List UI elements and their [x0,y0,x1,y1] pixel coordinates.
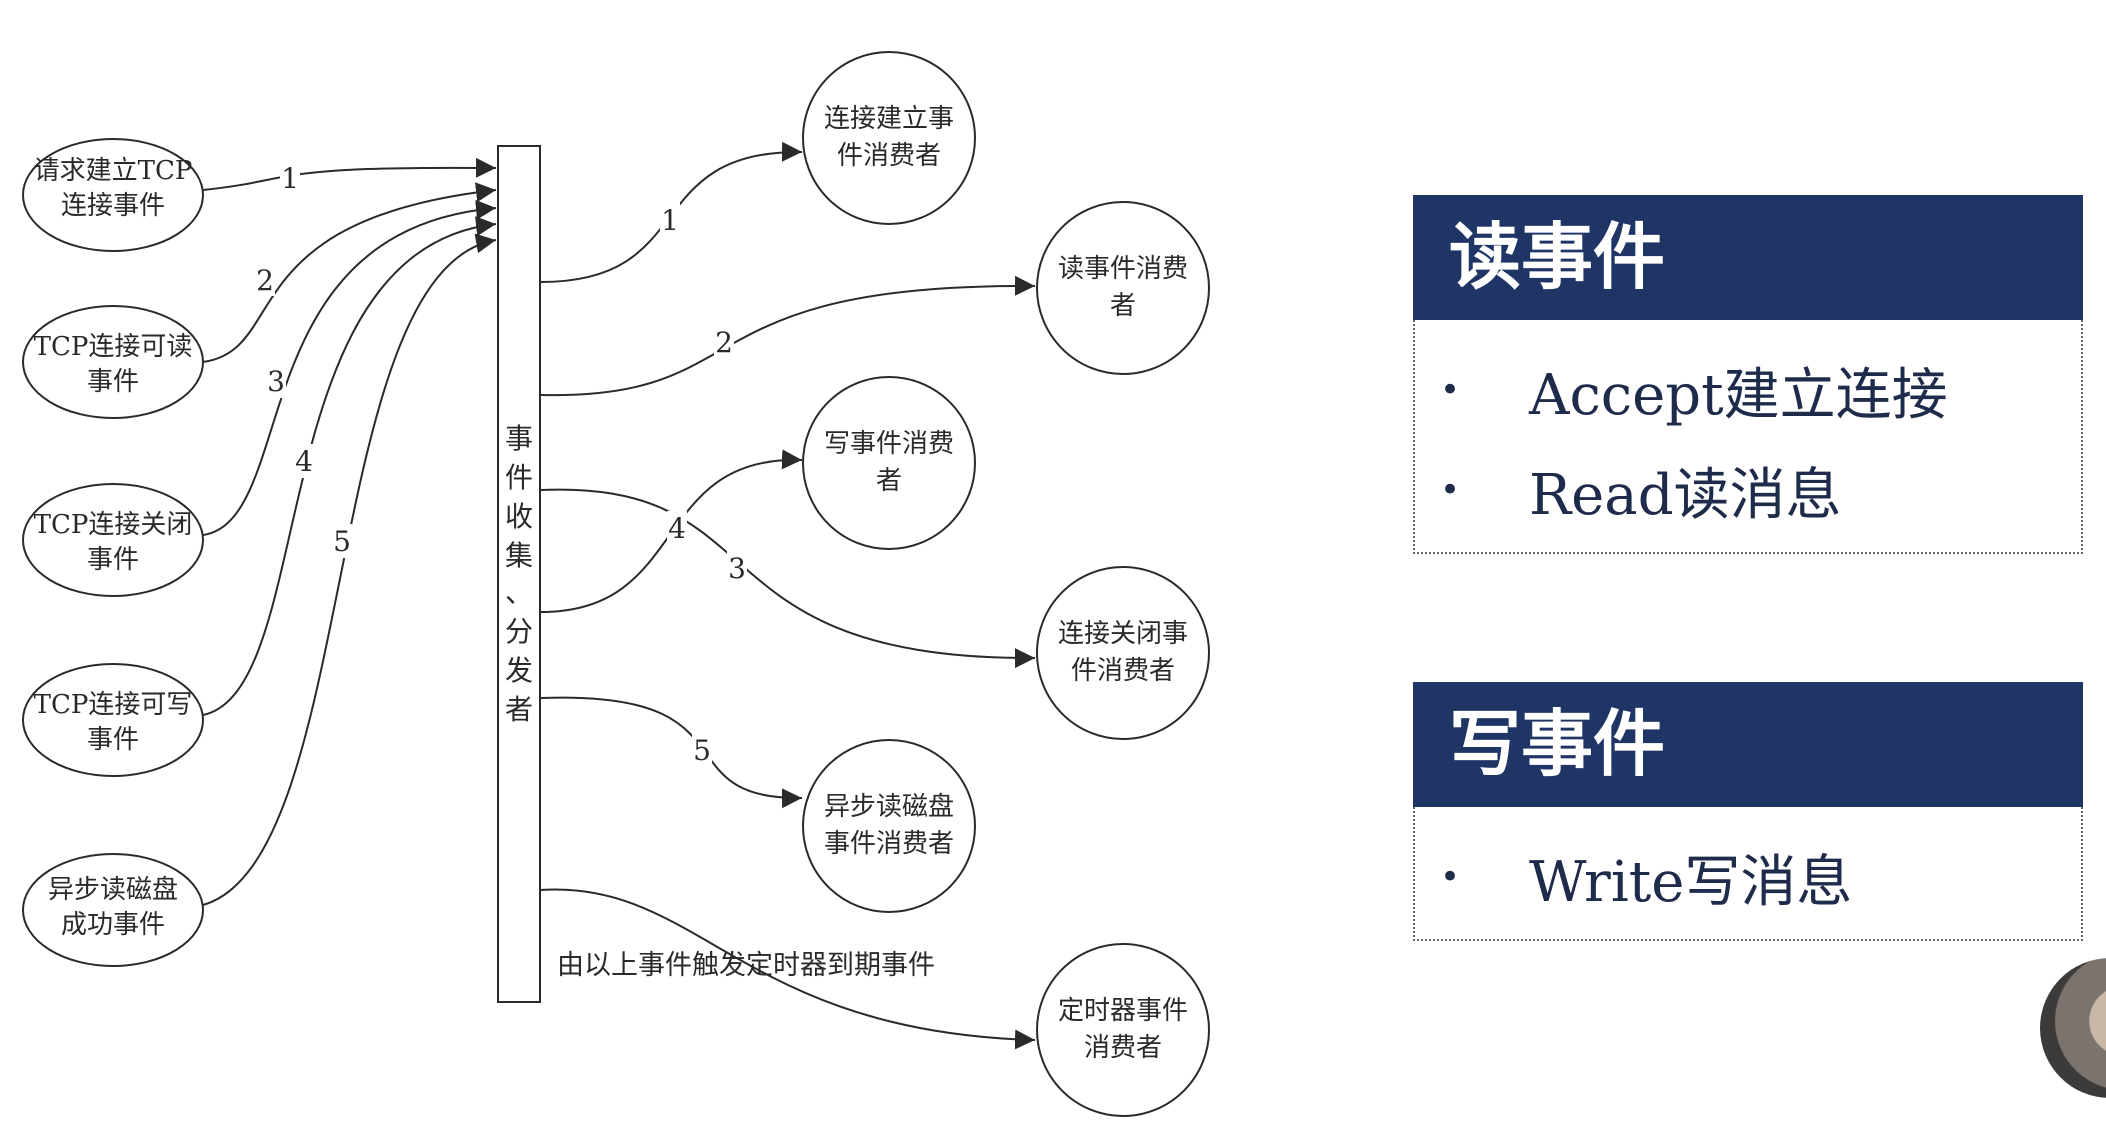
incoming-edge [202,216,497,716]
source-node-tcp-readable: TCP连接可读 事件 [22,305,204,419]
dispatcher-char: 分 [505,615,533,648]
dispatcher-char: 收 [505,500,533,533]
outgoing-edge [540,696,803,809]
incoming-edge [202,233,497,906]
outgoing-edge [540,488,1036,669]
edge-label: 5 [333,525,351,558]
read-events-panel: 读事件 • Accept建立连接 • Read读消息 [1413,195,2083,554]
list-item-text: Read读消息 [1529,462,1842,528]
consumer-label-line: 读事件消费 [1058,254,1188,284]
bullet-icon: • [1439,370,1461,410]
consumer-node-async-disk: 异步读磁盘 事件消费者 [802,739,976,913]
incoming-edge-labels: 1 2 3 4 5 [255,160,352,558]
source-label-line: TCP连接可读 [34,332,193,362]
source-label-line: TCP连接可写 [34,690,193,720]
outgoing-edge-labels: 1 2 4 3 5 [660,202,747,767]
outgoing-edge [540,888,1036,1050]
presenter-avatar [2040,958,2106,1098]
consumer-label-line: 件消费者 [837,141,941,171]
timer-note: 由以上事件触发定时器到期事件 [557,950,935,981]
source-label-line: TCP连接关闭 [34,510,193,540]
incoming-edge [202,157,497,191]
edge-label: 3 [267,365,285,398]
source-node-tcp-writable: TCP连接可写 事件 [22,663,204,777]
write-events-title: 写事件 [1413,682,2083,807]
edge-label: 2 [256,264,274,297]
source-label-line: 事件 [87,545,139,575]
source-label-line: 连接事件 [61,191,165,221]
source-node-tcp-request: 请求建立TCP 连接事件 [22,138,204,252]
bullet-icon: • [1439,857,1461,897]
dispatcher-bar: 事 件 收 集 、 分 发 者 [497,145,541,1003]
consumer-node-close: 连接关闭事 件消费者 [1036,566,1210,740]
consumer-label-line: 异步读磁盘 [824,792,954,822]
consumer-label-line: 者 [1110,291,1136,321]
source-label-line: 请求建立TCP [34,156,193,186]
source-label-line: 异步读磁盘 [48,875,178,905]
consumer-label-line: 连接建立事 [824,104,954,134]
list-item-text: Write写消息 [1529,849,1853,915]
dispatcher-char: 发 [505,654,533,687]
consumer-label-line: 者 [876,466,902,496]
dispatcher-char: 事 [505,422,533,455]
consumer-label-line: 定时器事件 [1058,996,1188,1026]
list-item: • Read读消息 [1415,440,2081,540]
edge-label: 2 [715,326,733,359]
edge-label: 4 [668,512,686,545]
read-events-list: • Accept建立连接 • Read读消息 [1413,320,2083,554]
dispatcher-char: 者 [505,693,533,726]
bullet-icon: • [1439,470,1461,510]
edge-label: 1 [661,204,679,237]
edge-label: 4 [295,445,313,478]
edge-label: 3 [728,552,746,585]
list-item-text: Accept建立连接 [1529,362,1948,428]
source-node-async-disk-ok: 异步读磁盘 成功事件 [22,853,204,967]
consumer-label-line: 写事件消费 [824,429,954,459]
consumer-node-connect: 连接建立事 件消费者 [802,51,976,225]
source-label-line: 事件 [87,367,139,397]
outgoing-edges [540,141,1036,1050]
consumer-label-line: 事件消费者 [824,829,954,859]
source-label-line: 成功事件 [61,910,165,940]
source-label-line: 事件 [87,725,139,755]
consumer-label-line: 消费者 [1084,1033,1162,1063]
event-dispatch-diagram: 请求建立TCP 连接事件 TCP连接可读 事件 TCP连接关闭 事件 TCP连接… [22,51,1210,1117]
list-item: • Accept建立连接 [1415,340,2081,440]
consumer-node-read: 读事件消费 者 [1036,201,1210,375]
dispatcher-char: 、 [505,576,533,609]
write-events-panel: 写事件 • Write写消息 [1413,682,2083,941]
incoming-edge [202,199,497,536]
read-events-title: 读事件 [1413,195,2083,320]
edge-label: 1 [281,162,299,195]
write-events-list: • Write写消息 [1413,807,2083,941]
consumer-label-line: 件消费者 [1071,656,1175,686]
dispatcher-char: 集 [505,539,533,572]
consumer-node-write: 写事件消费 者 [802,376,976,550]
consumer-label-line: 连接关闭事 [1058,619,1188,649]
list-item: • Write写消息 [1415,827,2081,927]
outgoing-edge [540,275,1036,397]
dispatcher-char: 件 [505,461,533,494]
consumer-node-timer: 定时器事件 消费者 [1036,943,1210,1117]
incoming-edge [202,182,497,363]
edge-label: 5 [693,734,711,767]
source-node-tcp-close: TCP连接关闭 事件 [22,483,204,597]
